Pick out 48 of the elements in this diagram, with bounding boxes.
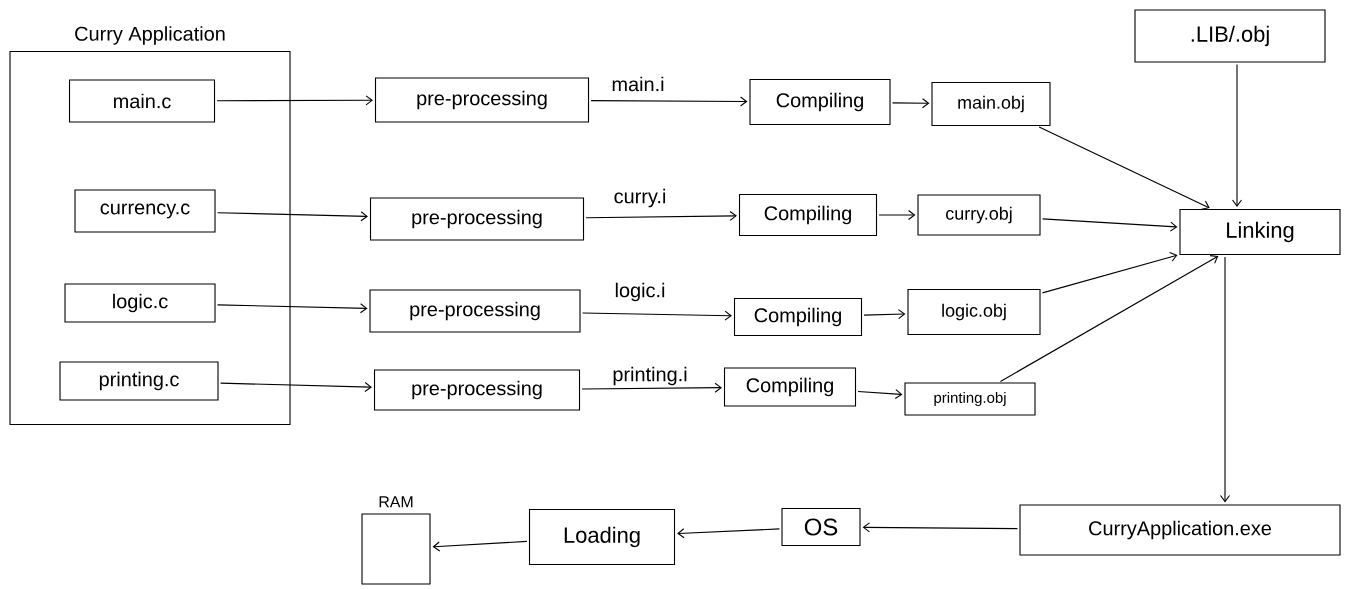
arrow [216, 95, 373, 106]
process-box: main.obj [931, 81, 1051, 127]
box-heading: Curry Application [75, 26, 225, 45]
process-box: Compiling [738, 193, 878, 237]
arrow [999, 255, 1219, 382]
process-box: pre-processing [374, 77, 590, 123]
process-box: printing.c [59, 361, 219, 401]
process-box: pre-processing [369, 289, 581, 333]
arrow [677, 528, 780, 539]
arrow [857, 389, 903, 400]
edge-label: main.i [610, 75, 666, 93]
process-box: Compiling [723, 367, 857, 407]
arrow [220, 381, 372, 393]
arrow [878, 209, 916, 221]
process-box: currency.c [74, 189, 216, 233]
process-box: curry.obj [917, 194, 1041, 236]
arrow [892, 98, 930, 109]
arrow [582, 310, 732, 321]
process-box: Compiling [749, 78, 891, 126]
process-box: printing.obj [904, 382, 1036, 416]
process-box: Linking [1179, 208, 1341, 256]
arrow [581, 382, 722, 393]
process-box: CurryApplication.exe [1019, 504, 1341, 556]
arrow [863, 309, 906, 320]
process-box: .LIB/.obj [1134, 9, 1326, 63]
box-heading: RAM [379, 496, 413, 508]
arrow [217, 303, 368, 314]
arrow [1038, 126, 1210, 210]
arrow [590, 96, 748, 107]
edge-label: printing.i [611, 365, 689, 387]
process-box: pre-processing [373, 369, 581, 411]
arrow [1219, 256, 1231, 503]
edge-label: logic.i [613, 281, 667, 303]
process-box: logic.c [64, 283, 216, 323]
process-box: Compiling [733, 297, 863, 337]
arrow [862, 522, 1018, 533]
process-box: logic.obj [907, 288, 1041, 336]
arrow [432, 540, 528, 552]
process-box: main.c [68, 79, 216, 123]
process-box: Loading [528, 508, 676, 566]
edge-label: curry.i [612, 187, 668, 209]
arrow [585, 210, 737, 221]
process-box: pre-processing [369, 197, 585, 241]
arrow [1042, 218, 1178, 232]
process-box: OS [781, 507, 861, 547]
arrow [217, 211, 368, 222]
arrow [1041, 252, 1178, 294]
arrow [1231, 64, 1243, 207]
